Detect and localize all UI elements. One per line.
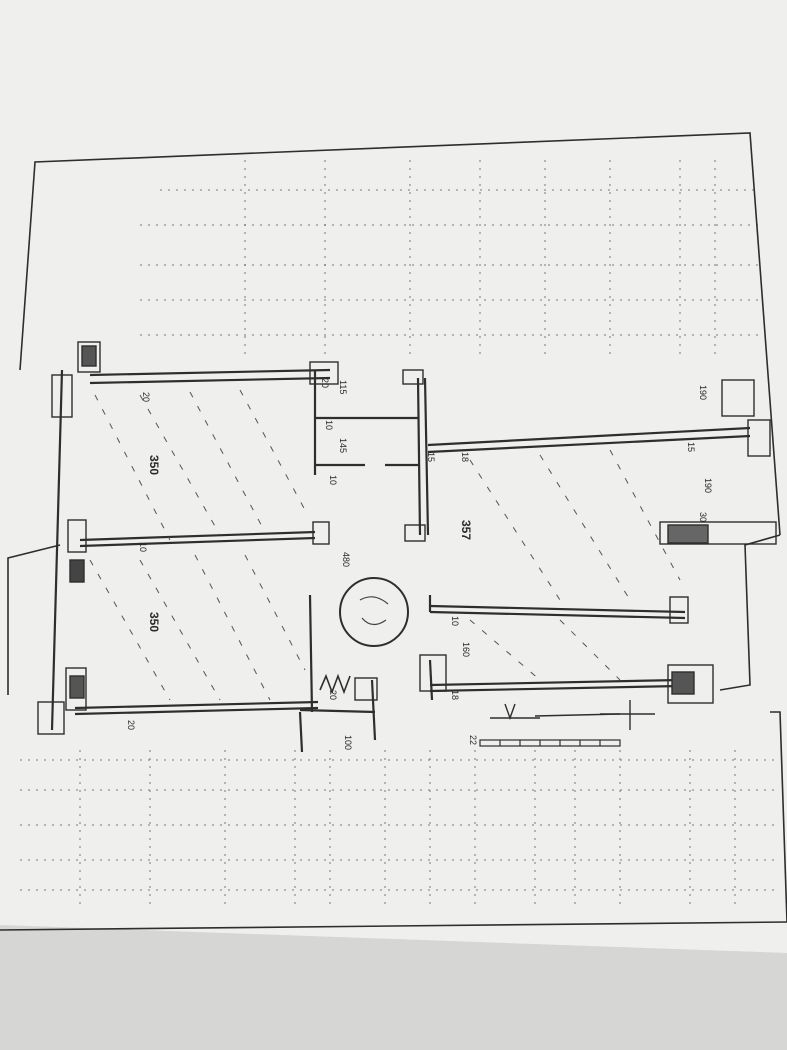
wall-label-6: 15 xyxy=(426,452,436,462)
table-surface xyxy=(0,925,787,1050)
wall-label-10: 18 xyxy=(450,690,460,700)
outer-boundary xyxy=(0,132,787,931)
wall-label-3: 20 xyxy=(328,690,338,700)
dim-label-190-bottom: 190 xyxy=(703,478,713,493)
dimension-labels: 115 145 480 190 190 30 160 18 100 22 xyxy=(338,380,713,750)
room-dim-right: 357 xyxy=(459,520,473,540)
wall-label-9: 10 xyxy=(450,616,460,626)
dim-label-30: 30 xyxy=(698,512,708,522)
dim-label-160: 160 xyxy=(461,642,471,657)
stair-zigzag xyxy=(319,673,351,695)
dim-label-480: 480 xyxy=(341,552,351,567)
round-column xyxy=(339,577,409,647)
dim-label-18: 18 xyxy=(460,452,470,462)
dim-label-22: 22 xyxy=(468,735,478,745)
dim-label-145: 145 xyxy=(338,438,348,453)
grid-pattern xyxy=(20,160,780,910)
dim-label-115: 115 xyxy=(338,380,348,394)
wall-thickness-labels: 20 20 20 10 15 15 10 10 10 18 20 xyxy=(126,378,696,730)
wall-label-8: 10 xyxy=(328,475,338,485)
room-dim-upper: 350 xyxy=(147,455,161,475)
column-markers xyxy=(37,341,777,735)
wall-label-11: 20 xyxy=(320,378,330,388)
scale-bar xyxy=(479,739,621,747)
wall-label-2: 20 xyxy=(126,720,136,730)
round-column-detail xyxy=(359,596,389,626)
room-dimension-labels: 350 350 357 xyxy=(147,455,473,632)
north-arrows xyxy=(490,700,655,730)
room-dim-lower: 350 xyxy=(147,612,161,632)
wall-label-1: 20 xyxy=(141,392,151,402)
dim-label-190-top: 190 xyxy=(698,385,708,400)
floor-hatching xyxy=(89,389,681,701)
walls xyxy=(50,368,751,753)
wall-label-7: 10 xyxy=(324,420,334,430)
wall-label-4: 10 xyxy=(138,542,148,552)
dim-label-100: 100 xyxy=(343,735,353,750)
wall-label-5: 15 xyxy=(686,442,696,452)
paper-sheet xyxy=(0,0,787,953)
